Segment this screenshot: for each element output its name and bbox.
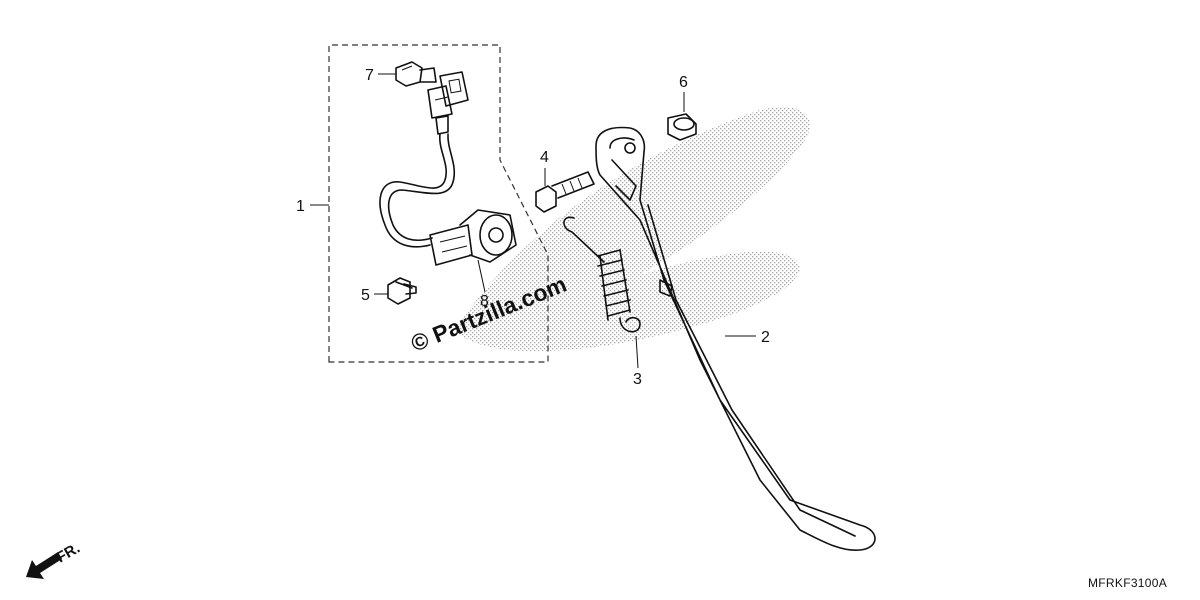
- part-nut: [667, 113, 697, 141]
- callout-3-leader: [635, 335, 639, 369]
- callout-8: 8: [480, 293, 489, 310]
- callout-1: 1: [296, 198, 305, 215]
- direction-label: FR.: [54, 540, 83, 567]
- callout-3: 3: [633, 371, 642, 388]
- front-direction-arrow-icon: FR.: [26, 540, 83, 579]
- callout-5: 5: [361, 287, 370, 304]
- callout-8-leader: [477, 259, 486, 293]
- assembly-dashed-bracket: [328, 44, 549, 363]
- part-pivot-bolt: [535, 171, 595, 213]
- callout-6: 6: [679, 74, 688, 91]
- part-bolt: [387, 277, 417, 305]
- part-spring: [563, 216, 641, 333]
- part-side-stand: [595, 126, 876, 551]
- part-clip: [395, 61, 437, 87]
- callout-4: 4: [540, 149, 549, 166]
- callout-2: 2: [761, 329, 770, 346]
- part-sidestand-switch-assembly: [379, 71, 517, 266]
- diagram-code: MFRKF3100A: [1088, 576, 1167, 590]
- honda-wing-logo: [455, 106, 810, 352]
- callout-7: 7: [365, 67, 374, 84]
